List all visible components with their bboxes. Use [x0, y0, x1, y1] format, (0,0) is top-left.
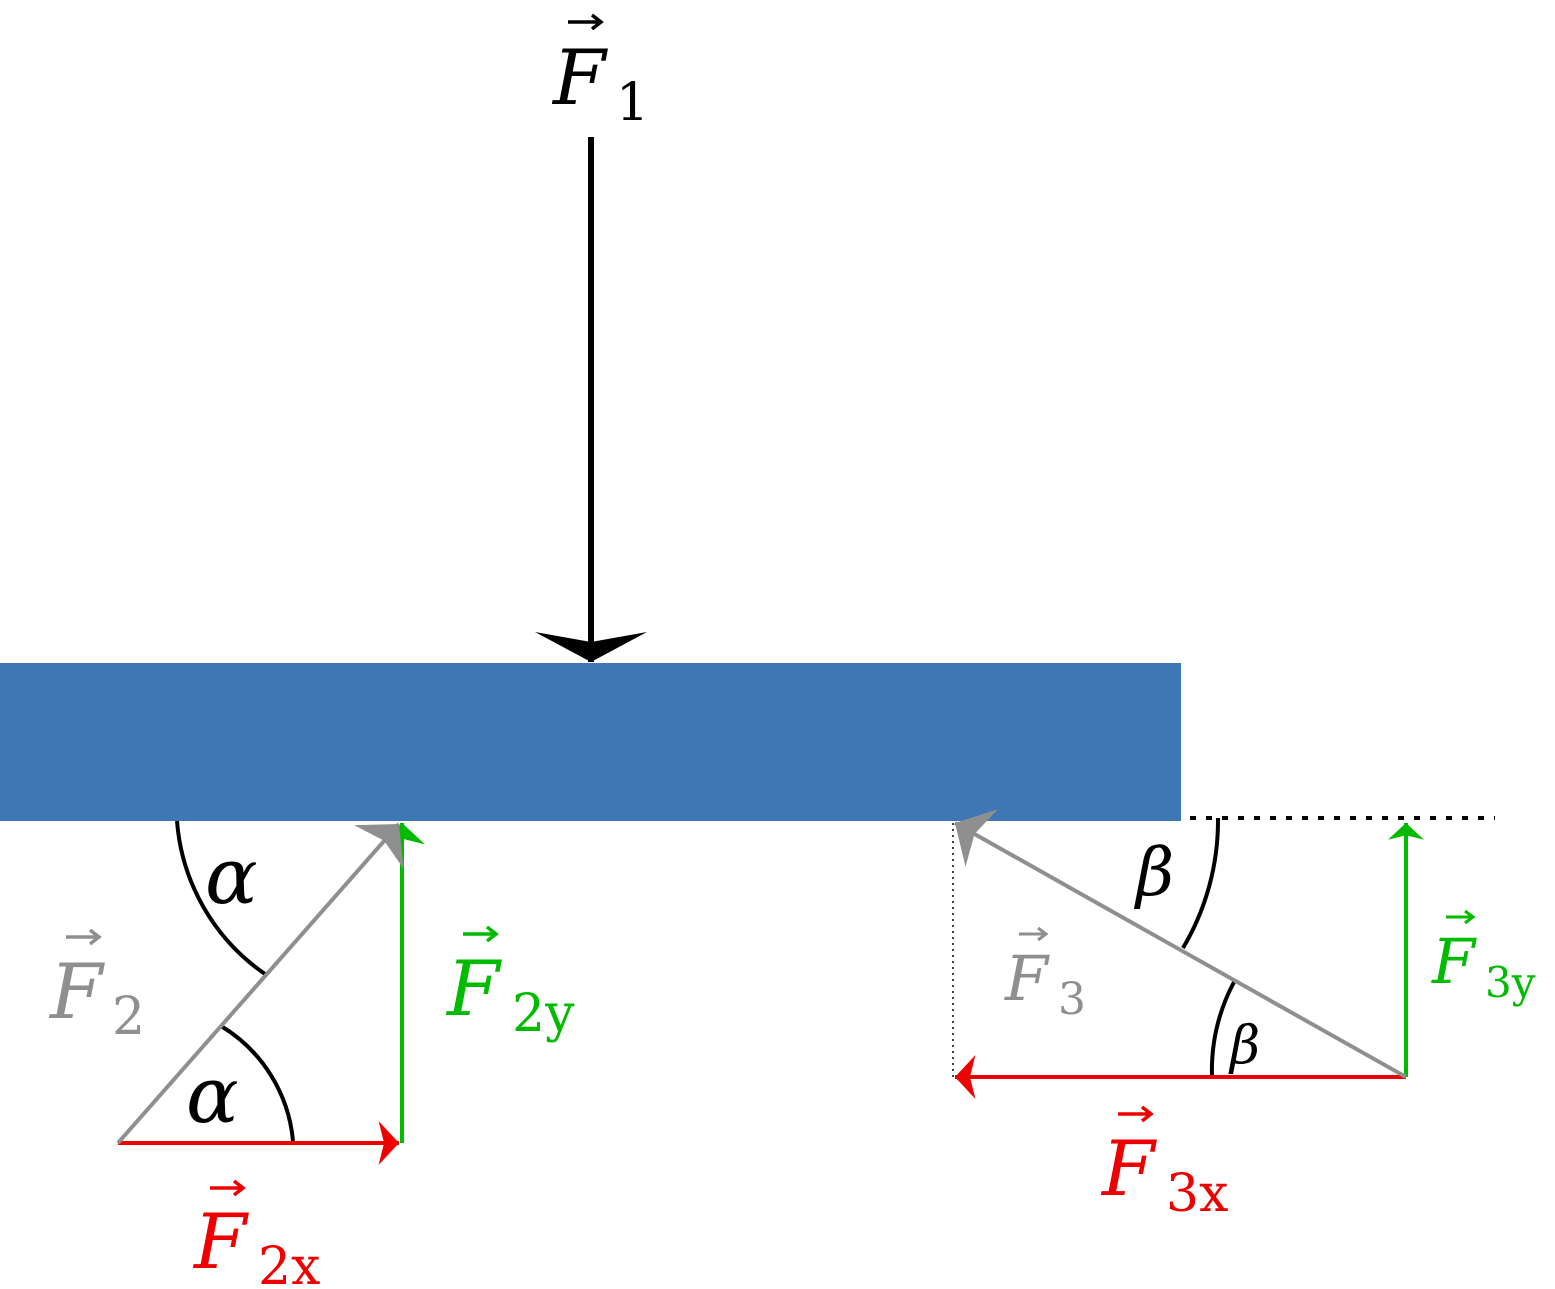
f3-vector-arrow-icon	[1019, 926, 1049, 942]
svg-text:F: F	[445, 944, 502, 1033]
f2-vector-arrow-icon	[66, 928, 102, 946]
svg-text:2y: 2y	[512, 984, 575, 1044]
beta-arc-top	[1181, 817, 1221, 950]
f2y-vector-arrow-icon	[463, 925, 499, 943]
svg-text:2: 2	[112, 987, 145, 1047]
alpha-label-top: α	[205, 832, 258, 922]
f2-arrow	[116, 822, 404, 1145]
f3y-label: F 3y	[1431, 909, 1536, 1007]
svg-text:3: 3	[1058, 974, 1086, 1025]
beta-label-top: β	[1133, 834, 1174, 911]
f2x-vector-arrow-icon	[210, 1179, 246, 1197]
svg-text:F: F	[1100, 1124, 1157, 1213]
svg-text:3x: 3x	[1166, 1164, 1228, 1224]
f1-vector-arrow-icon	[568, 13, 604, 31]
f3-arrow	[954, 809, 1407, 1079]
svg-text:F: F	[1004, 942, 1050, 1015]
beam	[0, 663, 1181, 821]
svg-text:1: 1	[616, 73, 649, 133]
svg-text:F: F	[192, 1197, 249, 1286]
svg-text:2x: 2x	[258, 1237, 320, 1289]
f2y-label: F 2y	[445, 925, 575, 1044]
beta-label-bottom: β	[1228, 1016, 1260, 1076]
svg-text:F: F	[48, 947, 105, 1036]
f2-label: F 2	[48, 928, 145, 1047]
f3x-label: F 3x	[1100, 1105, 1228, 1224]
f3y-vector-arrow-icon	[1446, 909, 1476, 925]
svg-text:F: F	[551, 33, 608, 122]
f3x-vector-arrow-icon	[1118, 1105, 1154, 1123]
beta-arc-bottom	[1209, 981, 1236, 1078]
alpha-arc-bottom	[219, 1024, 295, 1142]
svg-text:3y: 3y	[1485, 958, 1536, 1007]
alpha-label-bottom: α	[186, 1051, 239, 1141]
svg-text:F: F	[1431, 925, 1477, 998]
alpha-arc-top	[175, 820, 267, 976]
f3-label: F 3	[1004, 926, 1086, 1025]
f1-label: F 1	[551, 13, 649, 133]
f2x-label: F 2x	[192, 1179, 320, 1289]
